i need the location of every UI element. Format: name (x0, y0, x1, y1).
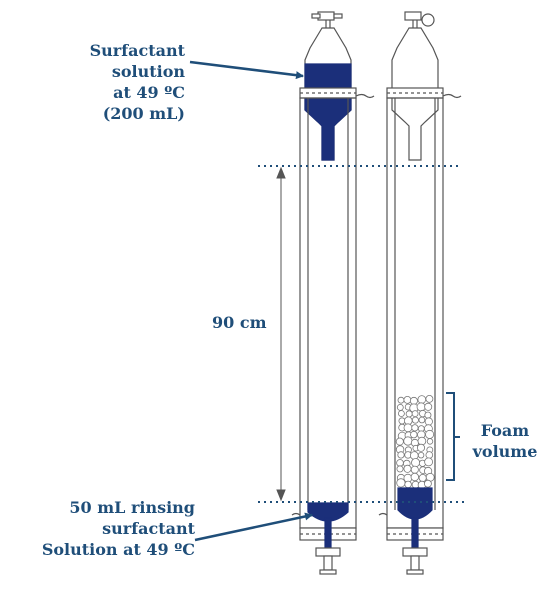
foam-bubble (424, 411, 432, 419)
foam-bubble (424, 417, 433, 426)
foam-bubble (403, 464, 412, 473)
foam-bubble (417, 395, 427, 404)
foam-bubble (397, 396, 405, 404)
foam-bubble (404, 480, 412, 489)
foam-bubble (418, 416, 426, 424)
foam-bubble (405, 410, 413, 418)
foam-bubble (424, 402, 433, 411)
foam-bubble (396, 403, 404, 411)
foam-bubble (397, 451, 405, 459)
height-dimension-arrow (276, 166, 286, 502)
foam-bracket (446, 392, 460, 481)
right-bottom-liquid (397, 487, 433, 520)
foam-bubble (403, 395, 412, 404)
foam-bubbles (395, 394, 435, 490)
foam-bubble (411, 410, 419, 418)
foam-bubble (403, 436, 413, 446)
foam-bubble (410, 472, 419, 482)
foam-bubble (396, 478, 406, 488)
foam-bubble (426, 438, 434, 445)
foam-bubble (418, 473, 427, 482)
surfactant-solution-label: Surfactant solution at 49 ºC (200 mL) (89, 41, 185, 123)
left-bottom-stopcock-icon (315, 547, 341, 575)
foam-bubble (411, 458, 421, 468)
foam-bubble (425, 451, 434, 459)
foam-bubble (417, 452, 425, 459)
foam-bubble (417, 436, 427, 446)
foam-bubble (411, 424, 419, 432)
height-label: 90 cm (212, 313, 267, 332)
foam-bubble (410, 465, 419, 474)
left-top-stopcock-icon (311, 11, 343, 28)
foam-bubble (409, 451, 419, 460)
rinsing-solution-label: 50 mL rinsing surfactant Solution at 49 … (41, 498, 195, 559)
right-top-stopcock-icon (404, 11, 435, 28)
foam-volume-label: Foam volume (472, 421, 538, 461)
foam-bubble (411, 416, 419, 424)
foam-bubble (425, 394, 434, 403)
foam-bubble (396, 465, 404, 473)
right-bottom-stopcock-icon (402, 547, 428, 575)
foam-bubble (416, 443, 425, 452)
left-funnel-liquid (304, 63, 352, 161)
foam-bubble (425, 429, 435, 439)
right-column (378, 11, 462, 575)
foam-bubble (409, 396, 418, 405)
foam-bubble (395, 437, 404, 446)
foam-bubble (410, 430, 418, 439)
foam-bubble (424, 457, 434, 467)
foam-bubble (416, 402, 426, 412)
foam-bubble (396, 459, 404, 467)
foam-bubble (423, 479, 432, 488)
foam-bubble (397, 410, 405, 417)
left-column (291, 11, 375, 575)
foam-bubble (403, 423, 413, 433)
rinsing-callout-arrow (194, 512, 313, 542)
surfactant-callout-arrow (189, 60, 304, 80)
